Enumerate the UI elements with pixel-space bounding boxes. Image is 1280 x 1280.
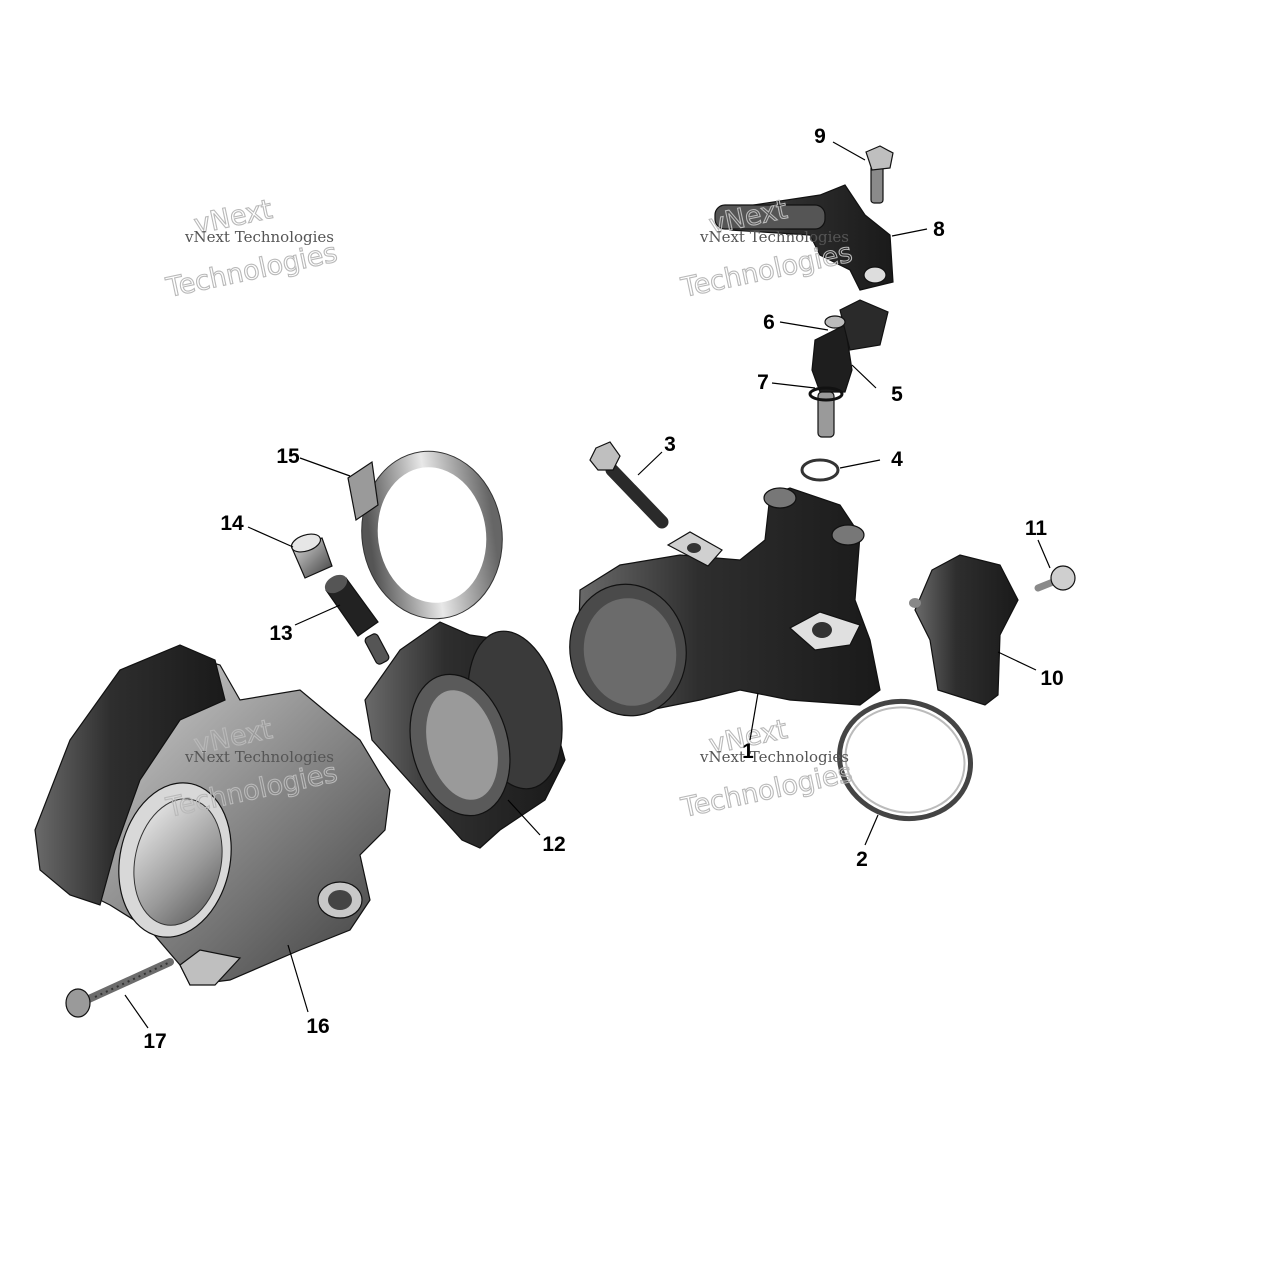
- leader-6: [779, 321, 829, 331]
- clamp-band-edge: [361, 450, 503, 620]
- callout-5: 5: [891, 383, 903, 406]
- svg-text:vNext Technologies: vNext Technologies: [184, 748, 334, 766]
- throttle-bore: [133, 798, 223, 926]
- svg-text:vNext Technologies: vNext Technologies: [699, 748, 849, 766]
- bolt-9-head: [865, 145, 894, 171]
- manifold-top-port-2: [831, 524, 865, 546]
- leader-3: [637, 451, 663, 476]
- fuel-rail-pipe: [714, 204, 826, 230]
- bolt-9-shank: [870, 164, 884, 204]
- bolt-head: [589, 441, 621, 471]
- leader-10: [997, 651, 1037, 671]
- injector-part-5: [811, 299, 889, 438]
- throttle-actuator-housing: [34, 644, 226, 906]
- throttle-mount-tab: [179, 949, 242, 986]
- screw-part-17: [65, 958, 174, 1018]
- svg-text:vNext Technologies: vNext Technologies: [699, 228, 849, 246]
- callout-8: 8: [933, 218, 945, 241]
- sleeve-part-14: [290, 533, 333, 579]
- leader-4: [839, 459, 881, 469]
- leader-9: [832, 141, 866, 161]
- gasket-ring: [837, 698, 973, 822]
- flange-nipple: [364, 633, 390, 665]
- leader-12: [507, 799, 541, 836]
- callout-7: 7: [757, 371, 769, 394]
- callout-11: 11: [1025, 517, 1048, 540]
- callout-9: 9: [814, 125, 826, 148]
- watermark-1: vNext vNext Technologies Technologies: [162, 194, 340, 305]
- injector-tip: [817, 391, 835, 438]
- callout-12: 12: [542, 833, 565, 856]
- o-ring-part-4: [800, 458, 840, 482]
- leader-16: [287, 944, 309, 1013]
- intake-manifold-part-1: [569, 487, 881, 717]
- leader-17: [124, 994, 149, 1029]
- svg-text:vNext Technologies: vNext Technologies: [184, 228, 334, 246]
- screw-part-11: [1034, 565, 1076, 592]
- svg-text:Technologies: Technologies: [678, 237, 855, 304]
- throttle-body-part-16: [34, 644, 391, 986]
- watermark-4: vNext vNext Technologies Technologies: [677, 714, 855, 825]
- callout-14: 14: [220, 512, 244, 535]
- screw-head: [65, 988, 91, 1018]
- fuel-rail-part-8: [714, 184, 894, 291]
- sensor-part-10: [909, 554, 1019, 706]
- fuel-rail-hole: [863, 266, 887, 284]
- manifold-top-port: [763, 487, 797, 509]
- manifold-ear-hole: [687, 543, 701, 553]
- injector-seal-part-7: [808, 386, 844, 402]
- leader-2: [864, 814, 879, 846]
- leader-13: [294, 604, 341, 626]
- callout-1: 1: [742, 740, 754, 763]
- adapter-flange-part-12: [364, 621, 566, 849]
- sensor-tab-hole: [909, 598, 921, 608]
- throttle-side-port-hole: [328, 890, 352, 910]
- leader-1: [749, 692, 759, 741]
- injector-connector: [839, 299, 889, 351]
- callout-13: 13: [269, 622, 292, 645]
- leader-11: [1037, 539, 1051, 569]
- callout-6: 6: [763, 311, 775, 334]
- callout-15: 15: [276, 445, 300, 468]
- callout-3: 3: [664, 433, 676, 456]
- sensor-body: [914, 554, 1019, 706]
- svg-text:Technologies: Technologies: [163, 237, 340, 304]
- svg-text:Technologies: Technologies: [678, 757, 855, 824]
- leader-15: [299, 457, 351, 477]
- clamp-band-outer: [361, 451, 503, 619]
- manifold-lug-hole: [812, 622, 832, 638]
- injector-cap-part-6: [824, 315, 846, 329]
- flange-bore-inner: [426, 690, 498, 800]
- callout-2: 2: [856, 848, 868, 871]
- sleeve-part-13: [324, 574, 379, 637]
- screw-11-head: [1050, 565, 1076, 591]
- gasket-part-2: [837, 698, 973, 822]
- leader-lines: [124, 141, 1051, 1029]
- leader-5: [851, 364, 877, 389]
- callout-10: 10: [1040, 667, 1063, 690]
- bolt-part-9: [865, 145, 894, 204]
- clamp-part-15: [347, 450, 503, 620]
- leader-7: [771, 382, 816, 389]
- bolt-part-3: [589, 441, 669, 529]
- callout-4: 4: [891, 448, 903, 471]
- screw-thread: [94, 962, 169, 998]
- callout-numbers: 1 2 3 4 5 6 7 8 9 10 11 12 13 14 15 16 1…: [143, 125, 1063, 1053]
- clamp-screw-housing: [347, 460, 379, 522]
- leader-8: [891, 228, 928, 237]
- callout-17: 17: [143, 1030, 166, 1053]
- leader-14: [247, 526, 294, 548]
- manifold-inlet-bore: [583, 598, 677, 706]
- bolt-shank: [605, 463, 669, 529]
- callout-16: 16: [306, 1015, 329, 1038]
